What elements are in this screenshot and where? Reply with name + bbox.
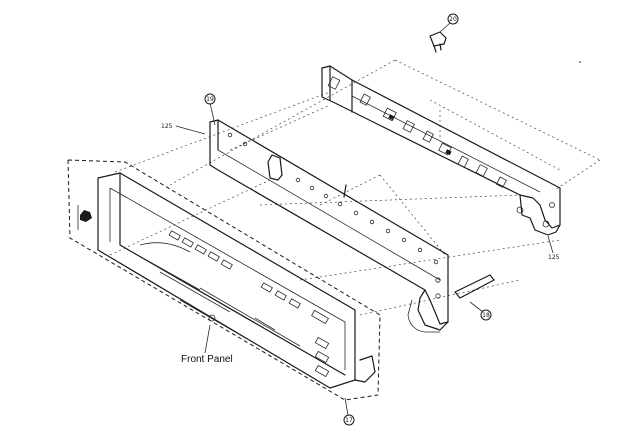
callout-19: 19 bbox=[204, 93, 216, 105]
part-label-right: 125 bbox=[548, 254, 560, 261]
rear-bracket bbox=[321, 65, 561, 236]
front-panel-label: Front Panel bbox=[181, 354, 233, 365]
front-panel bbox=[67, 159, 381, 401]
screw-part bbox=[429, 22, 451, 53]
callout-18-text: 18 bbox=[482, 312, 490, 319]
callout-17: 17 bbox=[343, 414, 355, 426]
callout-18: 18 bbox=[480, 309, 492, 321]
callout-17-text: 17 bbox=[345, 417, 353, 424]
leader-lines bbox=[175, 102, 554, 416]
front-bracket bbox=[209, 119, 495, 333]
stray-mark bbox=[579, 61, 581, 63]
alignment-lines bbox=[109, 59, 601, 316]
part-label-left: 125 bbox=[161, 123, 173, 130]
callout-20: 20 bbox=[447, 13, 459, 25]
callout-20-text: 20 bbox=[449, 16, 457, 23]
callout-19-text: 19 bbox=[206, 96, 214, 103]
